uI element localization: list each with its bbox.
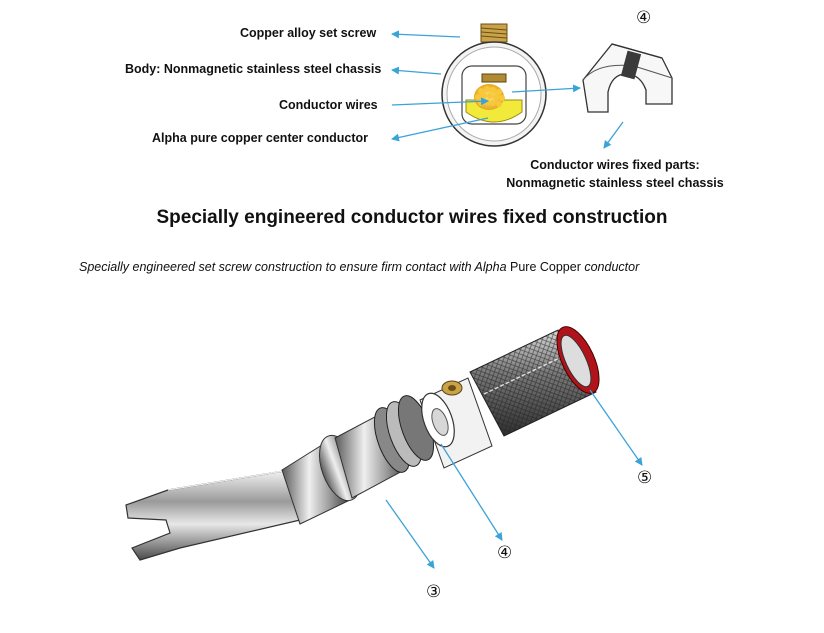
label-center-conductor: Alpha pure copper center conductor [152,131,369,145]
top-callout-arrows [391,30,624,149]
callout-5: ⑤ [637,468,653,488]
subtitle-part3: conductor [584,260,640,274]
spade-fork-graphic [125,469,301,561]
bottom-callout-arrows [385,389,643,569]
label-conductor-wires: Conductor wires [279,98,378,112]
fixed-parts-caption: Conductor wires fixed parts: Nonmagnetic… [480,156,750,192]
set-screw-graphic [480,23,508,43]
label-set-screw: Copper alloy set screw [240,26,377,40]
spade-connector-figure [125,326,600,561]
subtitle-part1: Specially engineered set screw construct… [79,260,507,274]
subtitle-part2: Pure Copper [506,260,585,274]
subtitle: Specially engineered set screw construct… [79,260,639,274]
fixed-parts-caption-line1: Conductor wires fixed parts: [530,158,700,172]
part-number-top: ④ [636,8,652,28]
fixed-part-graphic [582,43,673,113]
cross-section-figure [441,23,673,147]
label-body: Body: Nonmagnetic stainless steel chassi… [125,62,382,76]
callout-3: ③ [426,582,442,602]
main-heading: Specially engineered conductor wires fix… [156,207,668,228]
fixed-parts-caption-line2: Nonmagnetic stainless steel chassis [506,176,724,190]
callout-4: ④ [497,543,513,563]
